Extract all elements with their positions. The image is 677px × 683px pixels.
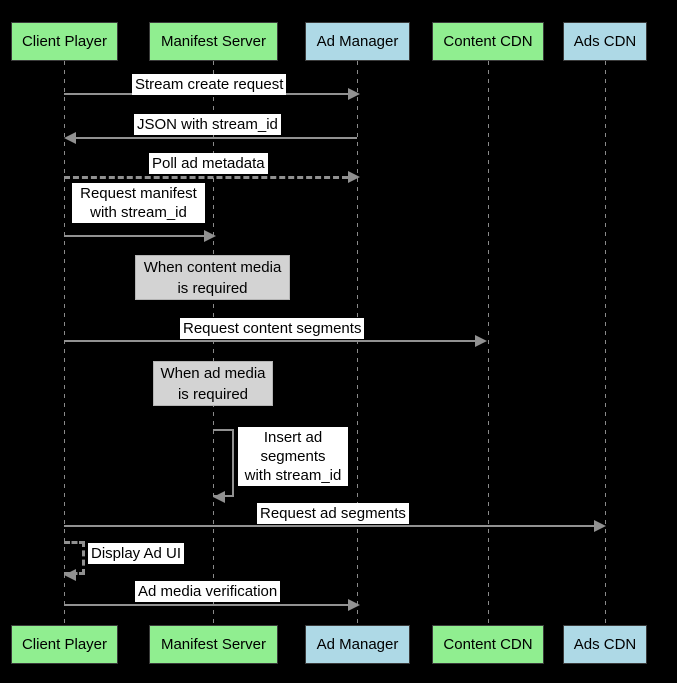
note-when-ad-media-required-line1: When ad media: [160, 364, 266, 382]
note-when-ad-media-required-line2: is required: [177, 385, 249, 403]
actor-footer-ads-cdn[interactable]: Ads CDN: [563, 625, 647, 664]
arrowhead-ad-media-verification: [348, 599, 360, 611]
message-label-request-ad-segments: Request ad segments: [257, 503, 409, 524]
actor-header-ad-manager[interactable]: Ad Manager: [305, 22, 410, 61]
note-when-content-media-required-line2: is required: [177, 279, 248, 297]
message-label-insert-ad-segments: Insert ad segments with stream_id: [238, 427, 348, 486]
arrowhead-insert-ad-segments: [213, 491, 225, 503]
note-when-content-media-required-line1: When content media: [143, 258, 282, 276]
message-line-request-ad-segments: [64, 525, 594, 527]
message-line-poll-ad-metadata: [64, 176, 348, 179]
arrowhead-poll-ad-metadata: [348, 171, 360, 183]
lifeline-ad-manager: [357, 61, 358, 625]
message-line-ad-media-verification: [64, 604, 348, 606]
message-label-request-manifest: Request manifest with stream_id: [72, 183, 205, 223]
actor-header-manifest-server[interactable]: Manifest Server: [149, 22, 278, 61]
lifeline-ads-cdn: [605, 61, 606, 625]
self-message-loop-insert-ad-segments: [213, 429, 234, 497]
arrowhead-json-with-stream-id: [64, 132, 76, 144]
lifeline-manifest-server: [213, 61, 214, 625]
arrowhead-request-content-segments: [475, 335, 487, 347]
note-when-content-media-required: When content media is required: [135, 255, 290, 300]
note-when-ad-media-required: When ad media is required: [153, 361, 273, 406]
actor-header-content-cdn[interactable]: Content CDN: [432, 22, 544, 61]
actor-header-client-player[interactable]: Client Player: [11, 22, 118, 61]
lifeline-client-player: [64, 61, 65, 625]
message-label-json-with-stream-id: JSON with stream_id: [134, 114, 281, 135]
lifeline-content-cdn: [488, 61, 489, 625]
arrowhead-request-manifest: [204, 230, 216, 242]
actor-footer-content-cdn[interactable]: Content CDN: [432, 625, 544, 664]
message-label-request-manifest-line2: with stream_id: [90, 204, 187, 221]
message-label-insert-ad-segments-line1: Insert ad: [263, 429, 323, 446]
message-label-insert-ad-segments-line3: with stream_id: [244, 467, 342, 484]
actor-footer-ad-manager[interactable]: Ad Manager: [305, 625, 410, 664]
actor-header-ads-cdn[interactable]: Ads CDN: [563, 22, 647, 61]
message-label-request-manifest-line1: Request manifest: [80, 185, 197, 202]
arrowhead-stream-create-request: [348, 88, 360, 100]
message-label-stream-create-request: Stream create request: [132, 74, 287, 95]
message-label-request-content-segments: Request content segments: [180, 318, 365, 339]
message-line-request-manifest: [64, 235, 204, 237]
message-line-request-content-segments: [64, 340, 475, 342]
actor-footer-client-player[interactable]: Client Player: [11, 625, 118, 664]
arrowhead-request-ad-segments: [594, 520, 606, 532]
message-label-insert-ad-segments-line2: segments: [260, 448, 326, 465]
message-label-poll-ad-metadata: Poll ad metadata: [149, 153, 268, 174]
message-label-display-ad-ui: Display Ad UI: [88, 543, 185, 564]
message-label-ad-media-verification: Ad media verification: [135, 581, 281, 602]
arrowhead-display-ad-ui: [64, 569, 76, 581]
message-line-json-with-stream-id: [76, 137, 357, 139]
actor-footer-manifest-server[interactable]: Manifest Server: [149, 625, 278, 664]
